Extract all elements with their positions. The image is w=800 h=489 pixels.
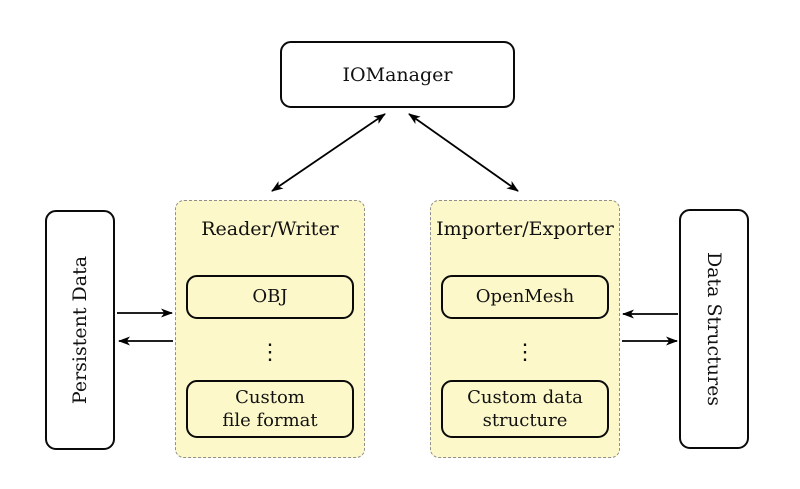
node-iomanager: IOManager — [280, 41, 515, 108]
node-custom-data-structure-label: Custom data structure — [467, 386, 583, 431]
node-openmesh: OpenMesh — [441, 275, 609, 319]
node-data-structures-label: Data Structures — [703, 251, 725, 407]
node-custom-file-format-label: Custom file format — [222, 386, 318, 431]
node-openmesh-label: OpenMesh — [475, 286, 575, 308]
node-custom-data-structure: Custom data structure — [441, 380, 609, 438]
panel-importer-exporter-title: Importer/Exporter — [436, 218, 614, 240]
panel-reader-writer-title: Reader/Writer — [201, 218, 339, 240]
arrow-iomanager-importerexporter — [408, 113, 519, 192]
ellipsis-reader-writer: ⋮ — [259, 339, 281, 365]
ellipsis-importer-exporter: ⋮ — [514, 339, 536, 365]
node-obj: OBJ — [186, 275, 354, 319]
node-obj-label: OBJ — [252, 286, 288, 308]
node-iomanager-label: IOManager — [342, 63, 453, 86]
node-persistent-data-label: Persistent Data — [69, 255, 91, 405]
node-data-structures: Data Structures — [679, 209, 749, 449]
panel-importer-exporter: Importer/Exporter OpenMesh ⋮ Custom data… — [430, 200, 620, 458]
panel-reader-writer: Reader/Writer OBJ ⋮ Custom file format — [175, 200, 365, 458]
node-persistent-data: Persistent Data — [45, 210, 115, 450]
arrow-iomanager-readerwriter — [271, 113, 386, 192]
node-custom-file-format: Custom file format — [186, 380, 354, 438]
